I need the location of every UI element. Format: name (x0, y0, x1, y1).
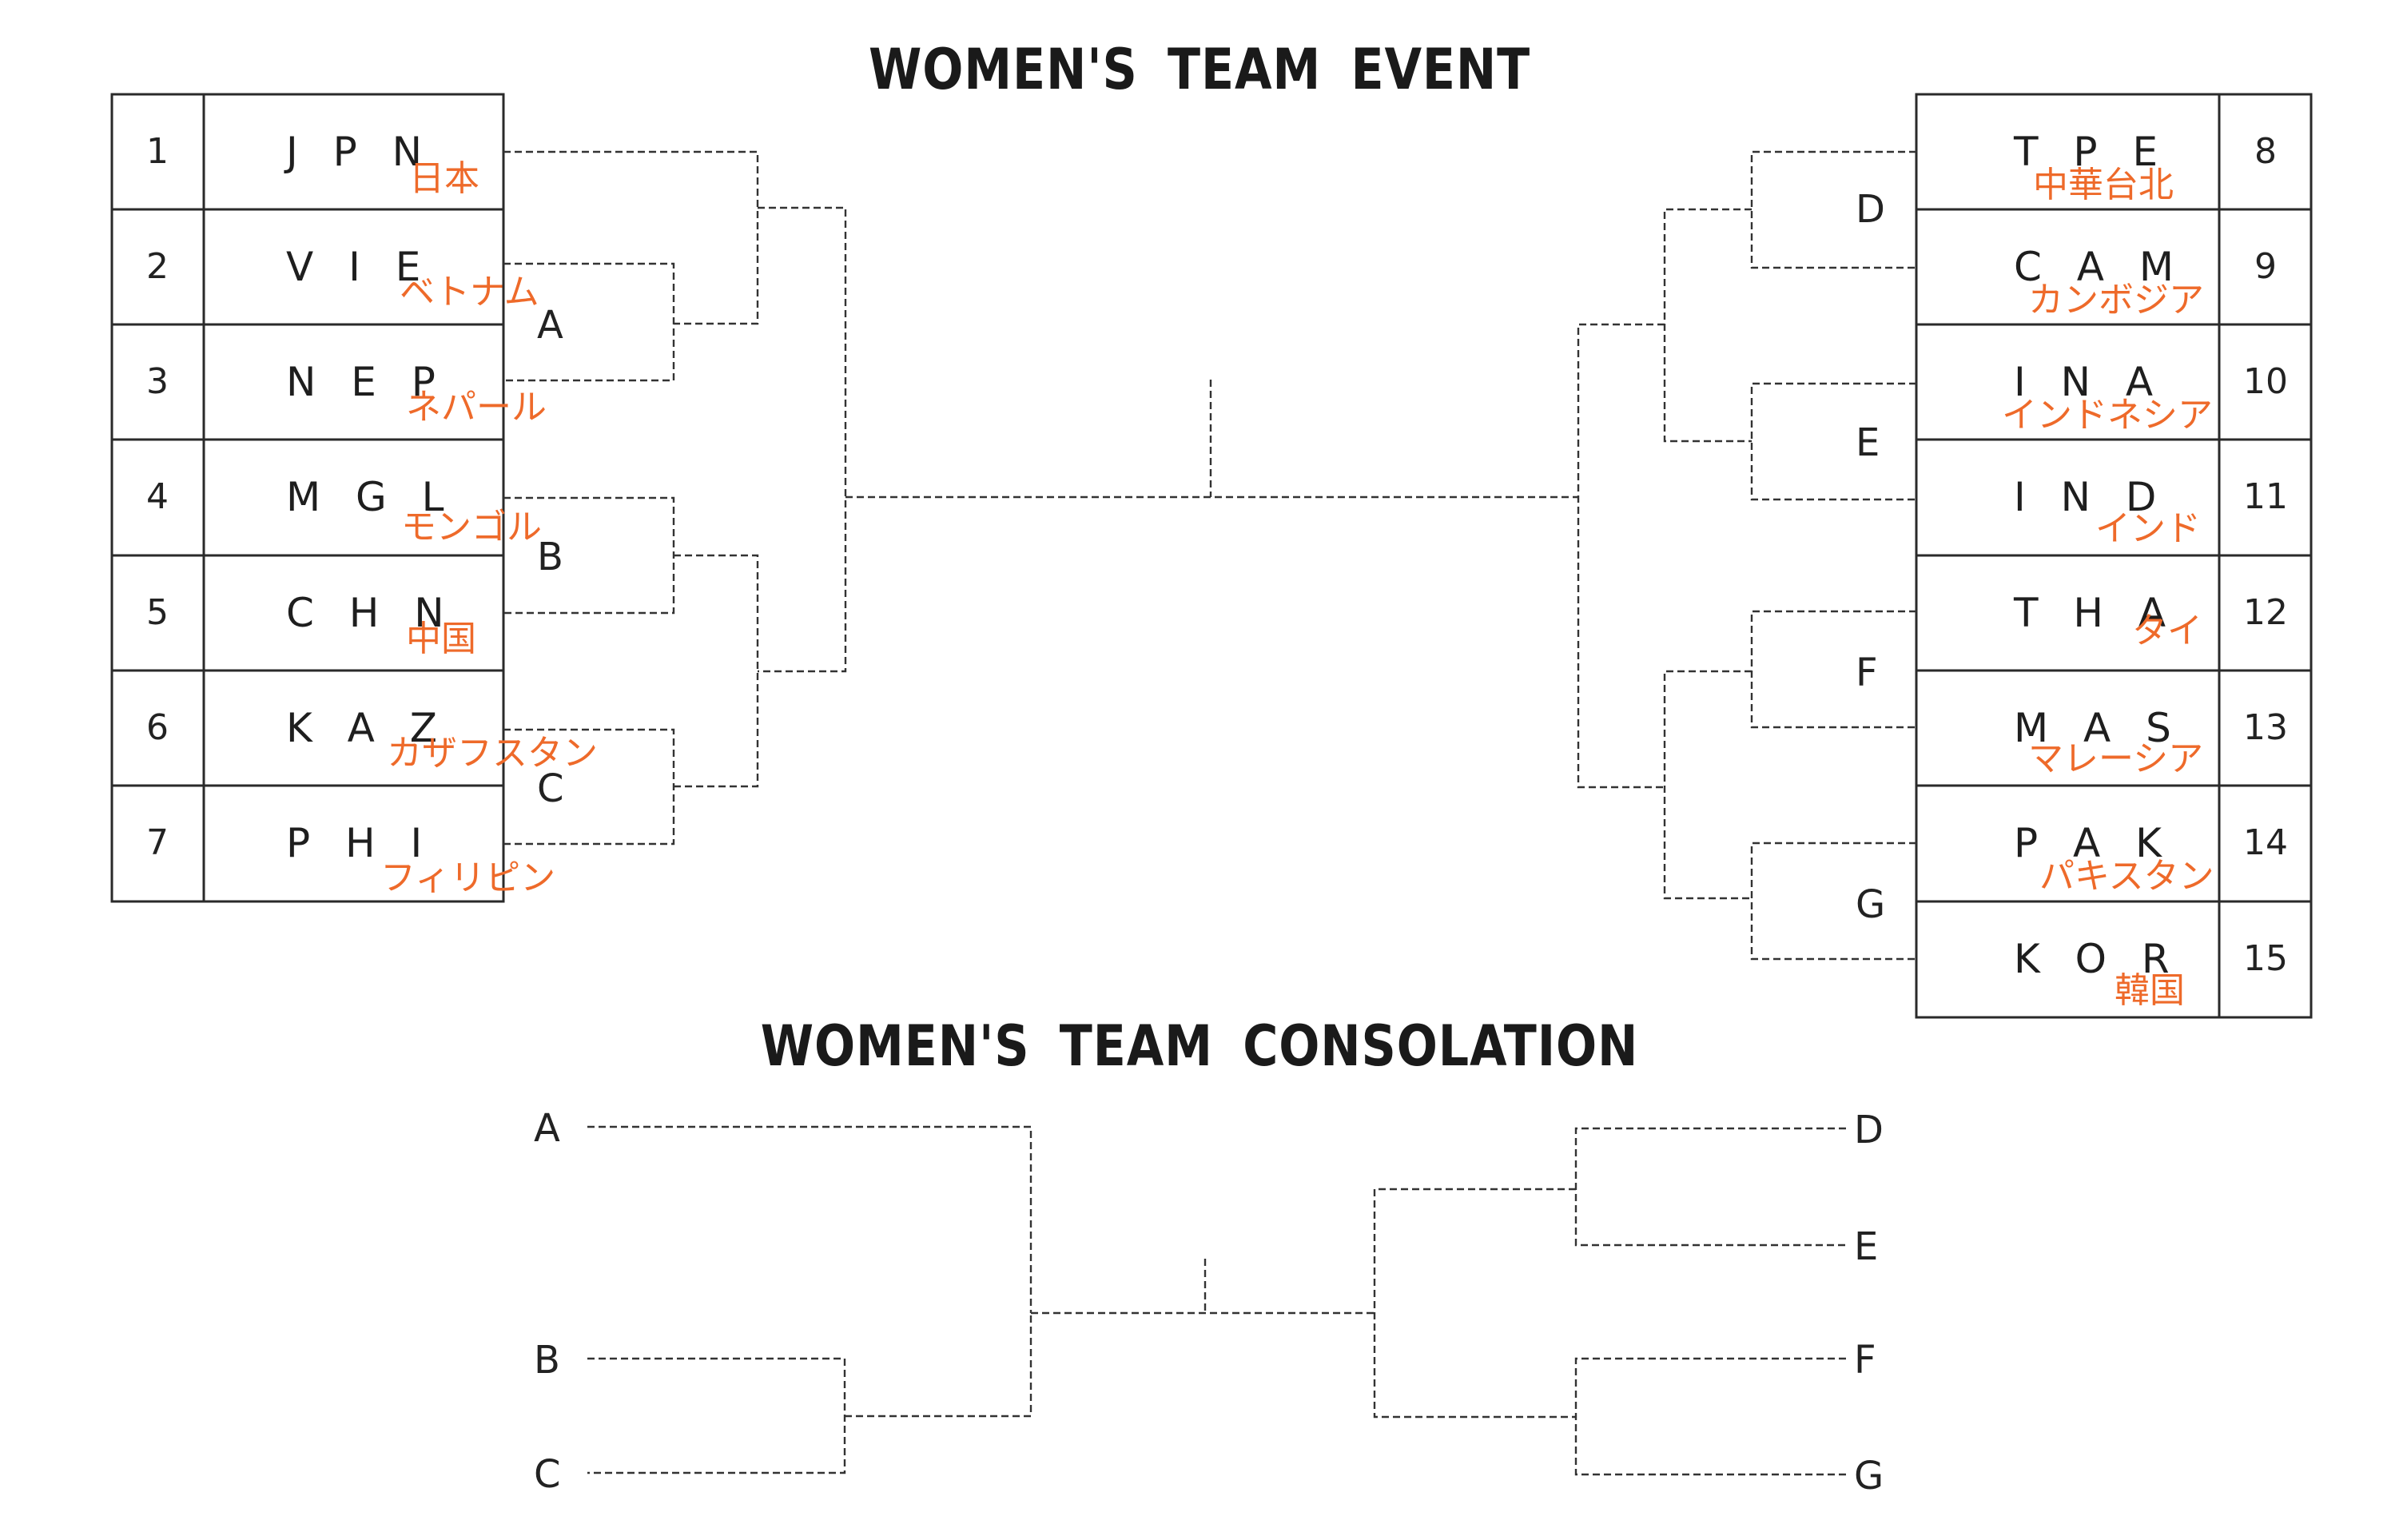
team-code: K O R (2014, 936, 2181, 982)
bracket-line-jpn (503, 150, 759, 325)
seed-number: 6 (146, 707, 169, 748)
cons-match-fg (1574, 1357, 1846, 1476)
team-name-ja: ネパール (406, 387, 547, 428)
team-name-ja: ベトナム (400, 272, 539, 312)
seed-number: 14 (2243, 822, 2288, 863)
team-code: P H I (286, 820, 434, 866)
seed-number: 12 (2243, 592, 2288, 633)
bracket-semi-de (1663, 208, 1752, 443)
seed-number: 5 (146, 592, 169, 633)
cons-label-g: G (1854, 1454, 1884, 1498)
cons-label-f: F (1854, 1338, 1876, 1383)
cons-line-a (587, 1125, 1032, 1313)
bracket-right-final (1577, 323, 1665, 789)
match-label-b: B (537, 535, 563, 579)
team-name-ja: 中国 (406, 619, 476, 659)
team-code: N E P (286, 359, 447, 405)
match-label-c: C (537, 766, 564, 811)
seed-number: 10 (2243, 361, 2288, 402)
team-code: V I E (286, 244, 432, 290)
team-name-ja: マレーシア (2028, 738, 2204, 779)
seed-number: 1 (146, 131, 169, 172)
bracket-match-g (1750, 842, 1916, 961)
seed-number: 8 (2254, 131, 2277, 172)
team-code: I N A (2014, 359, 2165, 405)
team-code: K A Z (286, 705, 449, 751)
team-name-ja: 韓国 (2115, 970, 2185, 1011)
cons-semi-left (845, 1313, 1032, 1418)
team-name-ja: カザフスタン (387, 733, 598, 774)
seed-number: 7 (146, 822, 169, 863)
seed-number: 13 (2243, 707, 2288, 748)
team-name-ja: インド (2095, 508, 2201, 549)
team-code: J P N (286, 129, 434, 175)
team-code: M G L (286, 474, 456, 520)
team-name-ja: タイ (2132, 611, 2202, 651)
cons-label-c: C (534, 1452, 561, 1497)
team-name-ja: 中華台北 (2033, 165, 2174, 205)
seed-number: 11 (2243, 476, 2288, 517)
seed-number: 3 (146, 361, 169, 402)
team-code: I N D (2014, 474, 2168, 520)
match-label-d: D (1856, 187, 1885, 232)
cons-match-de (1574, 1127, 1846, 1247)
team-code: C A M (2014, 244, 2186, 290)
consolation-title: WOMEN'S TEAM CONSOLATION (760, 1013, 1639, 1079)
team-name-ja: カンボジア (2028, 280, 2204, 320)
bracket-left-final (758, 206, 847, 673)
seed-number: 4 (146, 476, 169, 517)
seed-number: 15 (2243, 938, 2288, 979)
cons-label-e: E (1854, 1224, 1879, 1269)
bracket-match-d (1750, 150, 1916, 269)
match-label-f: F (1856, 651, 1878, 695)
seed-number: 9 (2254, 246, 2277, 287)
match-label-g: G (1856, 882, 1886, 927)
main-event-title: WOMEN'S TEAM EVENT (868, 37, 1531, 102)
team-name-ja: フィリピン (380, 858, 556, 898)
cons-label-b: B (534, 1338, 560, 1383)
match-label-e: E (1856, 420, 1880, 465)
team-code: T H A (2014, 590, 2178, 636)
cons-label-a: A (534, 1106, 560, 1151)
team-code: P A K (2014, 820, 2173, 866)
cons-label-d: D (1854, 1108, 1884, 1152)
bracket-semi-fg (1663, 670, 1752, 900)
match-label-a: A (537, 303, 563, 348)
team-name-ja: モンゴル (401, 507, 542, 547)
team-code: T P E (2014, 129, 2170, 175)
right-bracket (1577, 150, 1916, 961)
team-code: C H N (286, 590, 456, 636)
team-name-ja: インドネシア (2002, 395, 2213, 436)
right-team-table (1915, 93, 2313, 1019)
cons-semi-right (1373, 1188, 1576, 1419)
team-name-ja: パキスタン (2039, 856, 2214, 897)
consolation-bracket (587, 1125, 1846, 1476)
cons-match-bc (587, 1357, 846, 1474)
bracket-match-e (1750, 382, 1916, 501)
left-bracket (503, 150, 847, 846)
team-name-ja: 日本 (409, 158, 479, 199)
bracket-match-f (1750, 610, 1916, 729)
bracket-match-a (503, 262, 675, 382)
seed-number: 2 (146, 246, 169, 287)
team-code: M A S (2014, 705, 2182, 751)
bracket-semi-bc (674, 554, 759, 788)
